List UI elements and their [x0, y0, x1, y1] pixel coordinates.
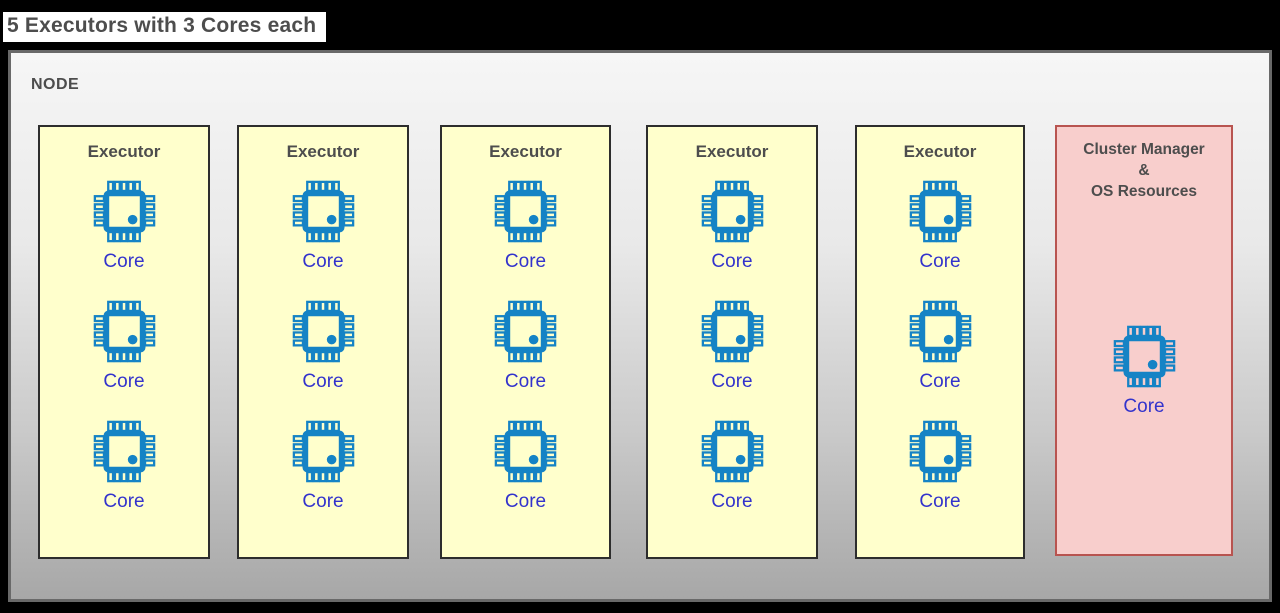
core-label: Core: [302, 491, 344, 512]
core-label: Core: [302, 251, 344, 272]
executor-title: Executor: [695, 142, 769, 161]
core-label: Core: [103, 491, 145, 512]
cpu-chip-icon: [493, 419, 558, 484]
core-label: Core: [504, 371, 547, 392]
core-unit: Core: [92, 179, 157, 273]
cpu-chip-icon: [908, 179, 973, 244]
executor-box-2: Executor Core Core Core: [237, 125, 409, 559]
core-label: Core: [302, 371, 344, 392]
core-unit: Core: [291, 299, 356, 393]
cluster-manager-title-line: Cluster Manager: [1083, 141, 1205, 158]
executor-title: Executor: [903, 142, 977, 161]
core-label: Core: [919, 371, 961, 392]
cpu-chip-icon: [291, 179, 356, 244]
cpu-chip-icon: [908, 419, 973, 484]
executor-title: Executor: [87, 142, 161, 161]
node-container: NODE Executor Core Core Core Executor Co…: [8, 50, 1272, 602]
cpu-chip-icon: [92, 299, 157, 364]
core-unit: Core: [700, 179, 765, 273]
core-label: Core: [1123, 396, 1165, 417]
core-unit: Core: [1112, 324, 1177, 418]
node-label: NODE: [31, 76, 80, 93]
core-unit: Core: [493, 299, 558, 393]
cpu-chip-icon: [908, 299, 973, 364]
cpu-chip-icon: [493, 179, 558, 244]
core-unit: Core: [92, 419, 157, 513]
cpu-chip-icon: [493, 299, 558, 364]
core-unit: Core: [908, 419, 973, 513]
cluster-manager-title: Cluster Manager & OS Resources: [1083, 139, 1204, 202]
core-unit: Core: [908, 299, 973, 393]
cpu-chip-icon: [700, 179, 765, 244]
cpu-chip-icon: [92, 419, 157, 484]
core-unit: Core: [92, 299, 157, 393]
cluster-manager-title-line: &: [1138, 162, 1150, 179]
core-unit: Core: [291, 419, 356, 513]
executor-box-1: Executor Core Core Core: [38, 125, 210, 559]
core-label: Core: [919, 491, 961, 512]
core-label: Core: [711, 371, 753, 392]
executor-box-5: Executor Core Core Core: [855, 125, 1025, 559]
core-unit: Core: [700, 419, 765, 513]
core-label: Core: [504, 251, 547, 272]
cpu-chip-icon: [700, 299, 765, 364]
cpu-chip-icon: [92, 179, 157, 244]
cluster-manager-title-line: OS Resources: [1091, 183, 1197, 200]
cpu-chip-icon: [291, 299, 356, 364]
core-unit: Core: [493, 419, 558, 513]
executor-title: Executor: [286, 142, 360, 161]
core-label: Core: [711, 491, 753, 512]
cluster-manager-box: Cluster Manager & OS Resources Core: [1055, 125, 1233, 556]
core-label: Core: [103, 371, 145, 392]
cpu-chip-icon: [291, 419, 356, 484]
executor-box-4: Executor Core Core Core: [646, 125, 818, 559]
core-unit: Core: [908, 179, 973, 273]
cpu-chip-icon: [1112, 324, 1177, 389]
executor-box-3: Executor Core Core Core: [440, 125, 611, 559]
core-unit: Core: [700, 299, 765, 393]
core-label: Core: [711, 251, 753, 272]
core-label: Core: [504, 491, 547, 512]
core-label: Core: [919, 251, 961, 272]
executor-title: Executor: [489, 142, 562, 161]
core-label: Core: [103, 251, 145, 272]
diagram-title: 5 Executors with 3 Cores each: [3, 12, 327, 42]
core-unit: Core: [291, 179, 356, 273]
core-unit: Core: [493, 179, 558, 273]
cpu-chip-icon: [700, 419, 765, 484]
